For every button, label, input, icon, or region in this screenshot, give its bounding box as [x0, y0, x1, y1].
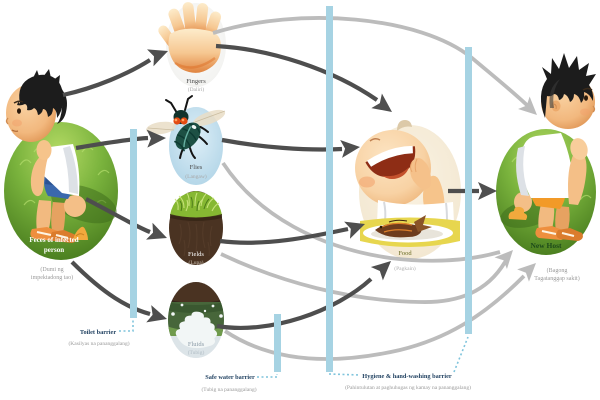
svg-text:(Daliri): (Daliri) — [188, 86, 205, 93]
svg-text:(Tubig na pananggalang): (Tubig na pananggalang) — [201, 386, 256, 393]
svg-text:Food: Food — [398, 250, 412, 257]
svg-text:Hygiene & hand-washing barrier: Hygiene & hand-washing barrier — [362, 373, 452, 380]
svg-text:New Host: New Host — [530, 241, 562, 250]
svg-text:Toilet barrier: Toilet barrier — [80, 329, 117, 336]
svg-text:(Bagong: (Bagong — [547, 267, 568, 274]
svg-text:(Tubig): (Tubig) — [188, 349, 205, 356]
svg-text:(Dumi ng: (Dumi ng — [40, 266, 63, 273]
svg-text:Tagatanggap sakit): Tagatanggap sakit) — [534, 275, 579, 282]
svg-text:Fields: Fields — [188, 251, 204, 258]
svg-text:Safe water barrier: Safe water barrier — [205, 374, 255, 381]
svg-text:(Langaw): (Langaw) — [185, 173, 207, 180]
svg-text:(Pagkain): (Pagkain) — [394, 265, 416, 272]
svg-text:Flies: Flies — [190, 164, 203, 171]
svg-text:person: person — [44, 246, 64, 254]
svg-text:(Lupa): (Lupa) — [189, 259, 204, 266]
svg-text:Fluids: Fluids — [188, 341, 205, 348]
svg-text:(Pahintulutan at paghuhugas ng: (Pahintulutan at paghuhugas ng kamay na … — [345, 384, 471, 391]
svg-text:Fingers: Fingers — [186, 78, 206, 85]
svg-text:(Kasilyas na pananggalang): (Kasilyas na pananggalang) — [68, 340, 129, 347]
svg-text:impektadong tao): impektadong tao) — [31, 274, 73, 281]
svg-text:Feces of infected: Feces of infected — [29, 236, 78, 244]
